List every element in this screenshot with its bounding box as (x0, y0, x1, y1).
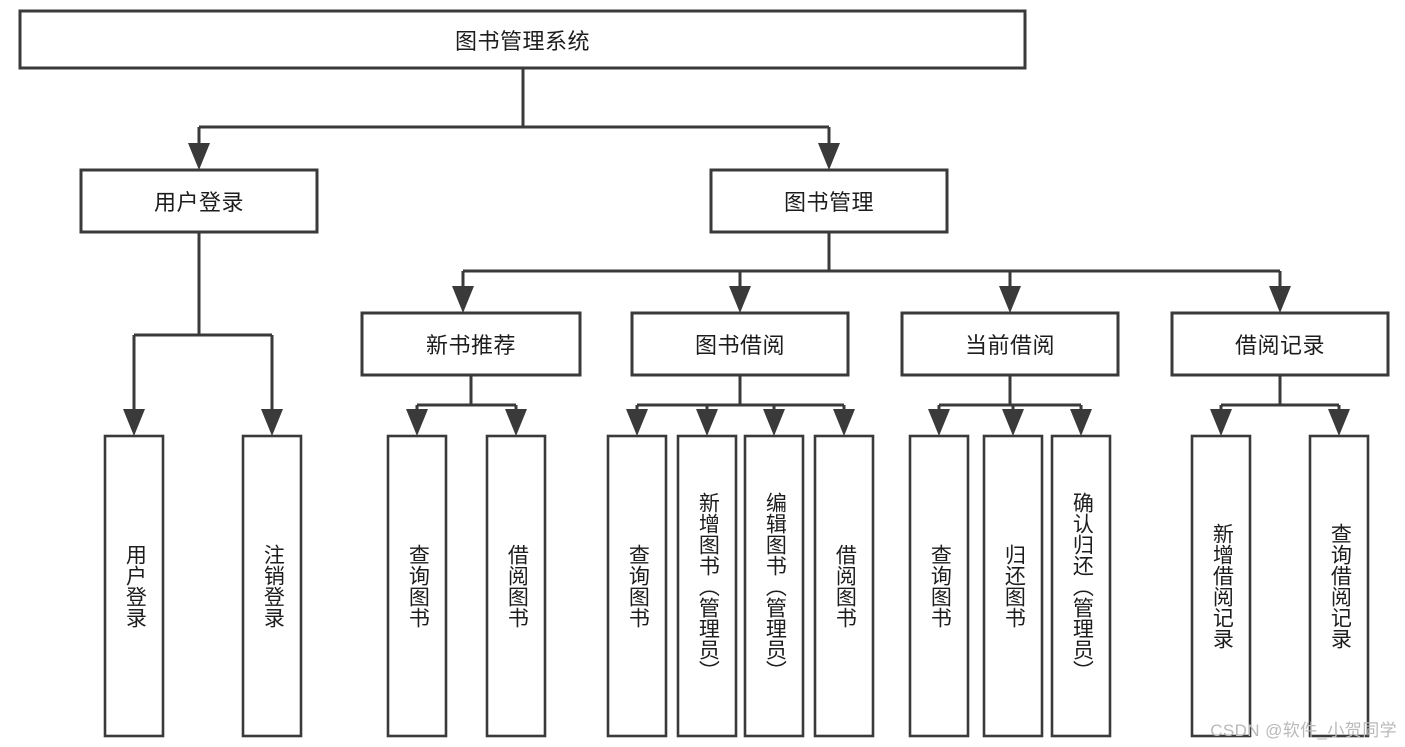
arrow-head-icon (505, 409, 527, 436)
connector-user-login-to-leaves (123, 232, 283, 436)
arrow-head-icon (626, 409, 648, 436)
arrow-head-icon (928, 409, 950, 436)
node-box-book-borrow[interactable] (630, 311, 850, 377)
connector-book-manage-to-level3 (452, 232, 1291, 313)
connector-borrow-record-to-leaves (1210, 375, 1350, 436)
arrow-head-icon (999, 286, 1021, 313)
arrow-head-icon (1328, 409, 1350, 436)
connector-book-borrow-to-leaves (626, 375, 855, 436)
arrow-head-icon (452, 286, 474, 313)
arrow-head-icon (833, 409, 855, 436)
connector-new-book-rec-to-leaves (406, 375, 527, 436)
arrow-head-icon (1210, 409, 1232, 436)
node-box-leaf-query-book-borrow[interactable] (606, 434, 668, 738)
arrow-head-icon (818, 143, 840, 170)
node-box-root[interactable] (18, 9, 1027, 70)
node-box-leaf-user-logout[interactable] (241, 434, 303, 738)
arrow-head-icon (1002, 409, 1024, 436)
node-box-leaf-query-book-rec[interactable] (386, 434, 448, 738)
connector-current-borrow-to-leaves (928, 375, 1092, 436)
node-box-book-manage[interactable] (709, 168, 949, 234)
node-box-leaf-user-login[interactable] (103, 434, 165, 738)
arrow-head-icon (1070, 409, 1092, 436)
connector-root-to-level2 (188, 68, 840, 170)
node-box-leaf-confirm-return-admin[interactable] (1050, 434, 1112, 738)
node-box-leaf-return-book[interactable] (982, 434, 1044, 738)
arrow-head-icon (729, 286, 751, 313)
node-box-leaf-query-borrow-record[interactable] (1308, 434, 1370, 738)
node-box-leaf-borrow-book[interactable] (813, 434, 875, 738)
arrow-head-icon (123, 409, 145, 436)
node-box-leaf-edit-book-admin[interactable] (743, 434, 805, 738)
arrow-head-icon (1269, 286, 1291, 313)
node-box-current-borrow[interactable] (900, 311, 1120, 377)
arrow-head-icon (696, 409, 718, 436)
arrow-head-icon (763, 409, 785, 436)
node-box-leaf-add-borrow-record[interactable] (1190, 434, 1252, 738)
arrow-head-icon (261, 409, 283, 436)
node-box-leaf-borrow-book-rec[interactable] (485, 434, 547, 738)
node-box-user-login[interactable] (79, 168, 319, 234)
arrow-head-icon (188, 143, 210, 170)
arrow-head-icon (406, 409, 428, 436)
node-box-leaf-add-book-admin[interactable] (676, 434, 738, 738)
node-box-borrow-record[interactable] (1170, 311, 1390, 377)
node-box-leaf-query-book-current[interactable] (908, 434, 970, 738)
node-box-new-book-rec[interactable] (360, 311, 582, 377)
